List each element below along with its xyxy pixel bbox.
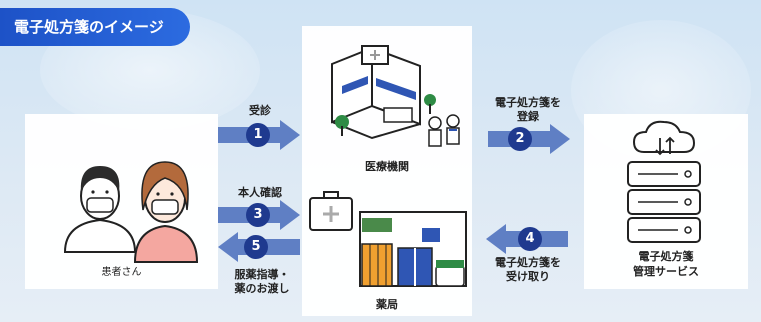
step-4-badge: 4 xyxy=(518,227,542,251)
step-2-label-line1: 電子処方箋を xyxy=(495,96,561,109)
step-5-label-line1: 服薬指導・ xyxy=(234,268,290,281)
patient-label: 患者さん xyxy=(101,267,142,278)
server-illustration xyxy=(627,120,701,243)
step-1-label: 受診 xyxy=(249,104,271,117)
patient-panel: 患者さん xyxy=(25,114,218,289)
step-1-badge: 1 xyxy=(246,123,270,147)
service-label-line2: 管理サービス xyxy=(633,265,699,278)
step-4-label-line1: 電子処方箋を xyxy=(495,256,561,269)
step-2-label-line2: 登録 xyxy=(517,110,539,123)
pharmacy-label: 薬局 xyxy=(376,298,398,311)
step-3-badge: 3 xyxy=(246,203,270,227)
pharmacy-panel: 薬局 xyxy=(302,186,472,316)
hospital-illustration xyxy=(331,45,460,147)
hospital-label: 医療機関 xyxy=(365,160,409,173)
step-3-label: 本人確認 xyxy=(238,186,282,199)
service-label-line1: 電子処方箋 xyxy=(638,250,694,263)
step-2-badge: 2 xyxy=(508,127,532,151)
step-4-label-line2: 受け取り xyxy=(506,270,550,283)
step-5-label-line2: 薬のお渡し xyxy=(234,282,290,295)
page-title: 電子処方箋のイメージ xyxy=(0,8,190,46)
hospital-panel: 医療機関 xyxy=(302,26,472,186)
patients-illustration xyxy=(63,161,199,263)
pharmacy-illustration xyxy=(309,191,467,287)
service-panel: 電子処方箋 管理サービス xyxy=(584,114,748,289)
step-5-badge: 5 xyxy=(244,235,268,259)
